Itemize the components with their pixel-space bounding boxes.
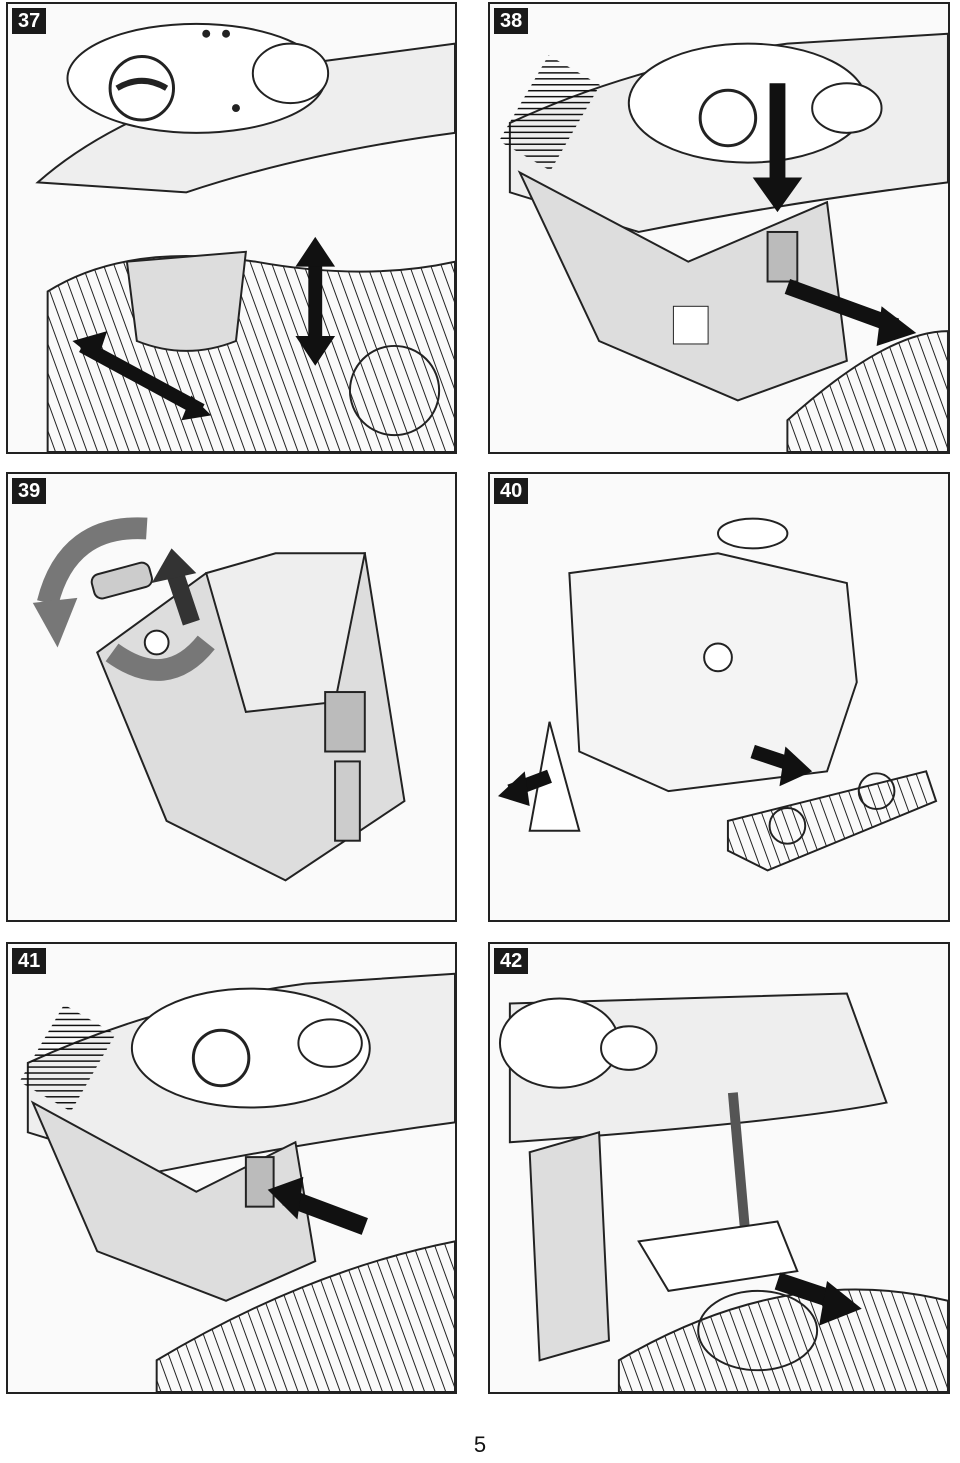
brew-unit-icon (528, 1131, 611, 1362)
page-number: 5 (473, 1432, 487, 1457)
figure-37: 37 (6, 2, 457, 454)
figure-42: 42 (488, 942, 950, 1394)
drip-tray-removal-illustration (497, 517, 938, 872)
figure-number: 37 (12, 8, 47, 34)
figure-number: 40 (494, 478, 529, 504)
grind-knob-icon (108, 55, 176, 122)
figure-41: 41 (6, 942, 457, 1394)
drip-tray-insertion-illustration (498, 992, 948, 1392)
brew-unit-icon (517, 170, 848, 402)
machine-body-icon (568, 552, 858, 793)
pull-arrow-icon (784, 279, 900, 334)
brew-unit-removal-illustration (498, 32, 948, 452)
brew-unit-insertion-illustration (19, 972, 455, 1392)
figure-number: 42 (494, 948, 529, 974)
grinder-outlet-icon (125, 250, 247, 352)
vent-slots (498, 55, 601, 171)
figure-number: 38 (494, 8, 529, 34)
figure-38: 38 (488, 2, 950, 454)
figure-number: 39 (12, 478, 47, 504)
figure-number: 41 (12, 948, 47, 974)
coffee-grounds-drawer-icon (637, 1220, 799, 1292)
rotate-arrow-icon (37, 517, 148, 606)
brew-unit-icon (30, 1100, 317, 1302)
brew-unit-rotation-illustration (32, 517, 406, 882)
figure-39: 39 (6, 472, 457, 922)
figure-40: 40 (488, 472, 950, 922)
grinder-adjustment-illustration (35, 22, 455, 452)
drip-tray-icon (726, 770, 938, 872)
bean-container-icon (717, 517, 789, 550)
